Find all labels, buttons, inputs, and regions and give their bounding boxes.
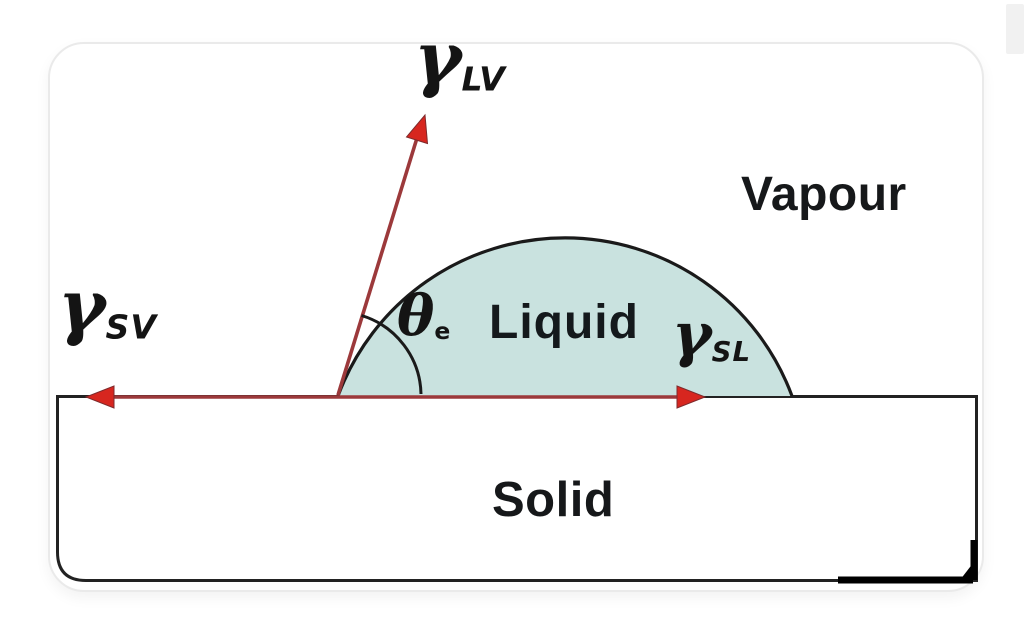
gamma-sv-arrowhead (84, 385, 115, 409)
gamma-symbol: γ (58, 263, 106, 348)
gamma-lv-vector (336, 137, 419, 396)
theta-symbol: θ (397, 283, 435, 349)
gamma-lv-subscript: LV (461, 59, 506, 99)
droplet-outline (336, 236, 794, 397)
gamma-sv-subscript: SV (105, 307, 158, 347)
contact-angle-arc (361, 314, 423, 395)
liquid-label: Liquid (489, 296, 639, 349)
theta-e-label: θe (397, 288, 451, 344)
liquid-droplet (338, 237, 792, 396)
gamma-lv-label: γLV (414, 22, 506, 99)
theta-e-subscript: e (434, 317, 452, 346)
solid-substrate (56, 395, 978, 582)
solid-label: Solid (492, 473, 615, 527)
gamma-sl-subscript: SL (711, 335, 752, 369)
gamma-sv-label: γSV (58, 270, 158, 347)
vapour-label: Vapour (741, 168, 907, 221)
gamma-sl-label: γSL (672, 305, 751, 366)
gamma-sl-arrowhead (676, 385, 707, 409)
page-edge-strip (1006, 4, 1024, 54)
gamma-symbol: γ (414, 15, 462, 100)
pen-mark-corner-blob (960, 558, 977, 580)
gamma-symbol: γ (672, 300, 712, 370)
gamma-lv-arrowhead (405, 113, 429, 145)
